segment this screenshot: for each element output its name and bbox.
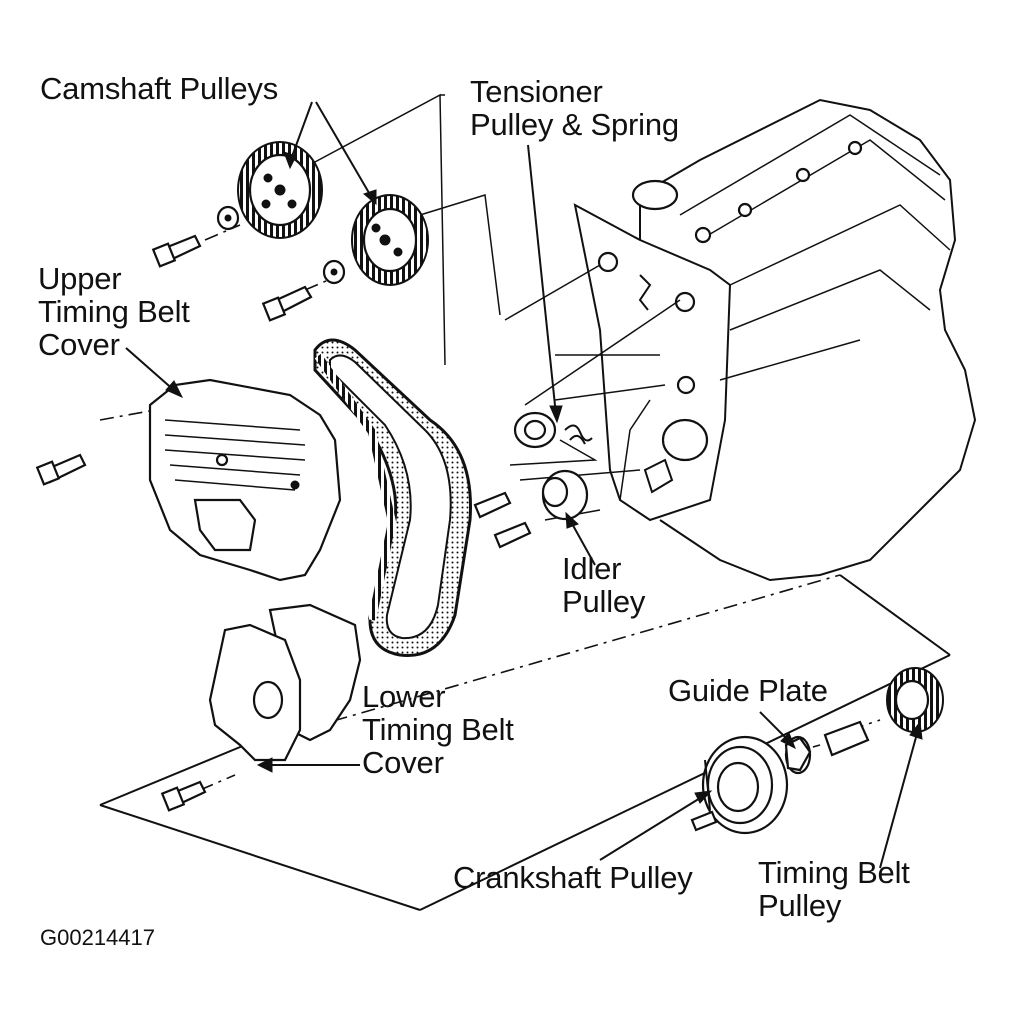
leader-arrows: [125, 101, 923, 869]
upper-timing-belt-cover-part: [35, 378, 342, 582]
tensioner-idler-parts: [473, 411, 593, 549]
label-lower-cover-line-3: Cover: [362, 745, 444, 780]
label-camshaft-pulleys: Camshaft Pulleys: [40, 71, 279, 106]
label-upper-cover-line-1: Upper: [38, 261, 122, 296]
alignment-lines: [99, 93, 951, 911]
timing-belt: [313, 338, 472, 657]
figure-id: G00214417: [40, 925, 155, 950]
label-upper-cover-line-3: Cover: [38, 327, 120, 362]
camshaft-pulley-right: [351, 194, 429, 286]
label-idler-line-1: Idler: [562, 551, 622, 586]
label-idler-line-2: Pulley: [562, 584, 646, 619]
label-upper-cover-line-2: Timing Belt: [38, 294, 190, 329]
label-guide-plate: Guide Plate: [668, 673, 828, 708]
label-lower-cover-line-2: Timing Belt: [362, 712, 514, 747]
engine-block: [573, 98, 977, 582]
label-timing-belt-pulley-line-1: Timing Belt: [758, 855, 910, 890]
crank-parts: [690, 667, 944, 835]
lower-timing-belt-cover-part: [160, 603, 362, 812]
camshaft-washers-bolts: [151, 205, 346, 322]
label-tensioner-line-2: Pulley & Spring: [470, 107, 679, 142]
camshaft-pulley-left: [237, 141, 323, 239]
label-tensioner-line-1: Tensioner: [470, 74, 603, 109]
label-lower-cover-line-1: Lower: [362, 679, 446, 714]
label-timing-belt-pulley-line-2: Pulley: [758, 888, 842, 923]
label-crankshaft-pulley: Crankshaft Pulley: [453, 860, 693, 895]
